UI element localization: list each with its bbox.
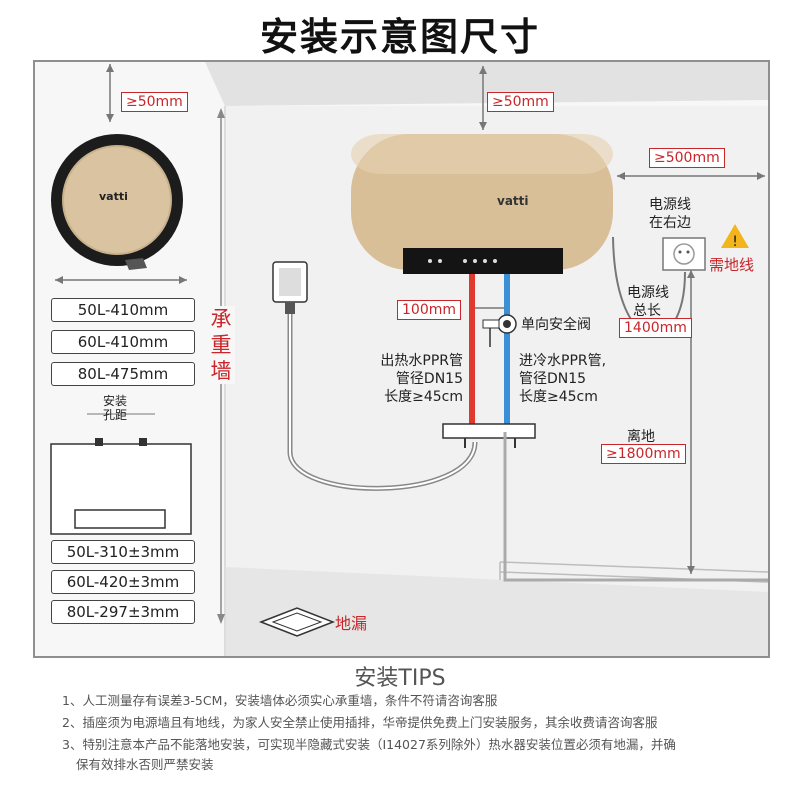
cold-pipe-label-1: 进冷水PPR管, (519, 353, 607, 369)
hot-pipe-label-2: 管径DN15 (395, 371, 463, 387)
cold-pipe-label-3: 长度≥45cm (519, 389, 598, 405)
floor-height-tag: ≥1800mm (601, 444, 686, 464)
side-view-brand: vatti (99, 190, 128, 203)
page-title: 安装示意图尺寸 (259, 15, 540, 59)
diameter-spec-80l: 80L-475mm (51, 362, 195, 386)
cord-length-tag: 1400mm (619, 318, 692, 338)
top-clearance-front-tag: ≥50mm (487, 92, 554, 112)
cord-length-label-1: 电源线 (627, 285, 669, 301)
tip-item-3: 3、特别注意本产品不能落地安装，可实现半隐藏式安装（I14027系列除外）热水器… (62, 737, 676, 752)
diagram-frame: ! (33, 60, 770, 658)
installation-scene: ! (50, 62, 768, 656)
warning-triangle (721, 224, 749, 248)
floor-drain-label: 地漏 (335, 614, 368, 633)
ceiling (205, 62, 768, 106)
diameter-spec-60l: 60L-410mm (51, 330, 195, 354)
floor-drain-icon (258, 607, 336, 637)
tip-item-1: 1、人工测量存有误差3-5CM，安装墙体必须实心承重墙，条件不符请咨询客服 (62, 693, 498, 708)
check-valve-label: 单向安全阀 (521, 317, 591, 333)
hole-spec-50l: 50L-310±3mm (51, 540, 195, 564)
tips-title: 安装TIPS (354, 666, 446, 691)
cold-pipe-label-2: 管径DN15 (519, 371, 587, 387)
tip-item-2: 2、插座须为电源墙且有地线，为家人安全禁止使用插排，华帝提供免费上门安装服务，其… (62, 715, 658, 730)
install-hole-label-1: 安装 (103, 394, 128, 408)
floor (225, 567, 768, 656)
mixing-valve (442, 423, 536, 439)
power-side-label-1: 电源线 (649, 197, 691, 213)
pipe-spacing-tag: 100mm (397, 300, 461, 320)
tip-item-3-cont: 保有效排水否则严禁安装 (76, 757, 214, 772)
tank-brand: vatti (497, 194, 529, 208)
cord-length-label-2: 总长 (633, 303, 661, 319)
svg-text:!: ! (732, 234, 738, 250)
side-clearance-tag: ≥500mm (649, 148, 725, 168)
diameter-spec-50l: 50L-410mm (51, 298, 195, 322)
hole-spec-80l: 80L-297±3mm (51, 600, 195, 624)
hot-pipe-label-1: 出热水PPR管 (380, 353, 463, 369)
power-side-label-2: 在右边 (649, 215, 691, 231)
top-clearance-side-tag: ≥50mm (121, 92, 188, 112)
ground-required-label: 需地线 (709, 256, 755, 274)
hot-pipe-label-3: 长度≥45cm (384, 389, 463, 405)
load-wall-label: 承重墙 (207, 306, 235, 384)
install-hole-label-2: 孔距 (103, 408, 128, 422)
hole-spec-60l: 60L-420±3mm (51, 570, 195, 594)
floor-height-label: 离地 (627, 429, 655, 445)
